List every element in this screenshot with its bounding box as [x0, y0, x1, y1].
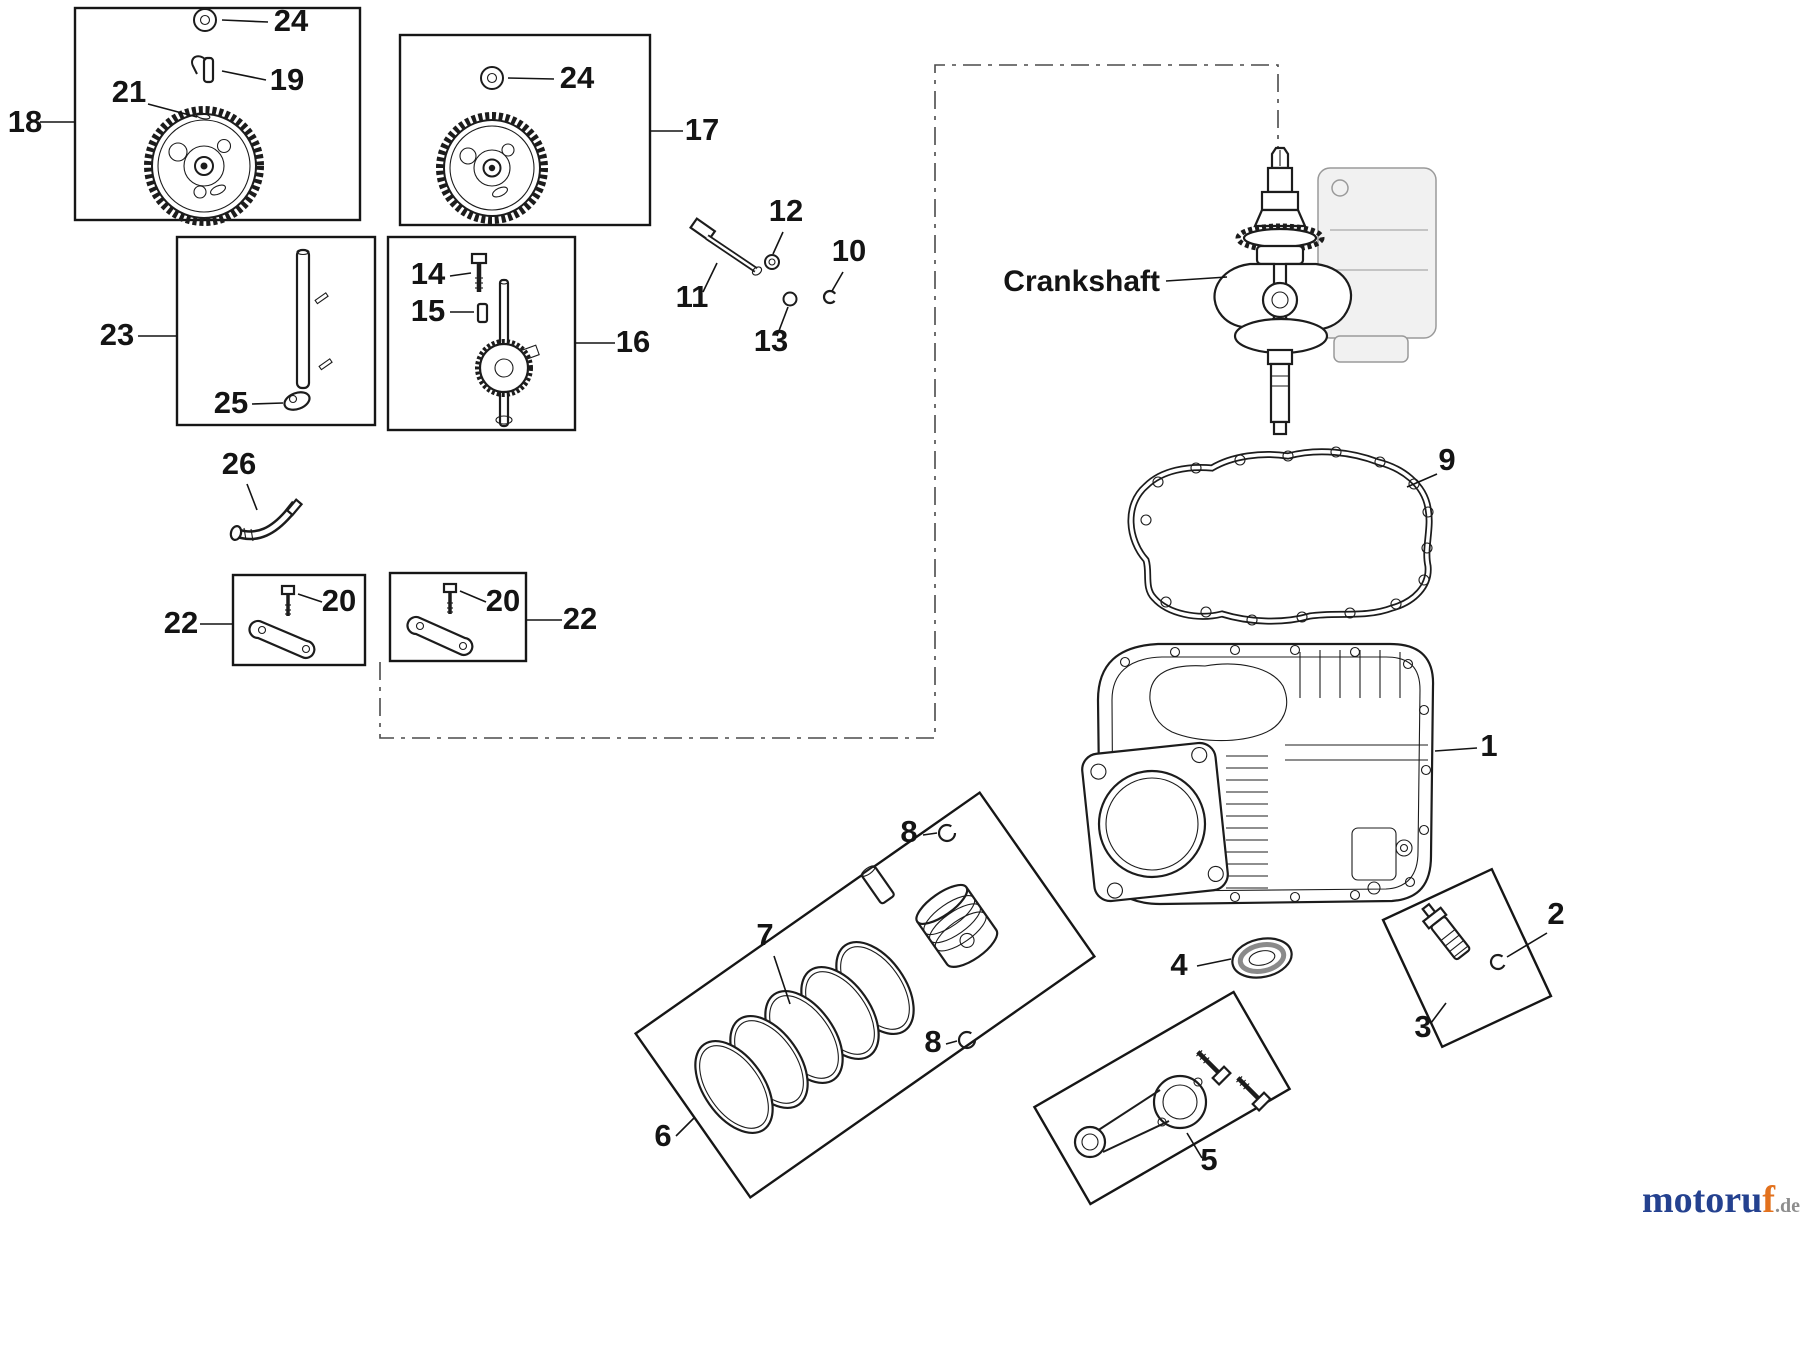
- retaining-ring-8-bottom: [957, 1030, 977, 1050]
- hook-lever-19: [191, 55, 215, 84]
- crankshaft-drawing: [1213, 146, 1437, 436]
- piston: [915, 883, 999, 968]
- callout-8-bottom: 8: [924, 1024, 941, 1059]
- inset-box-23: [175, 235, 377, 427]
- rod-bolt-a: [1196, 1050, 1232, 1086]
- piston-rings-7: [694, 940, 915, 1135]
- callout-4: 4: [1170, 947, 1188, 982]
- callout-26: 26: [222, 446, 256, 481]
- callout-22-right: 22: [563, 601, 597, 636]
- watermark-brand: motoru: [1642, 1179, 1762, 1221]
- washer-12: [764, 254, 780, 270]
- callout-5: 5: [1200, 1142, 1217, 1177]
- inset-box-22-right: [388, 571, 528, 663]
- rod-bolt-b: [1236, 1076, 1272, 1112]
- retainer-clip-10: [822, 289, 838, 305]
- callout-10: 10: [832, 233, 866, 268]
- inset-box-16: [386, 235, 577, 432]
- washer-24-right: [480, 66, 504, 90]
- callout-25: 25: [214, 385, 248, 420]
- callout-11: 11: [676, 279, 709, 314]
- oil-fill-tube-26: [229, 498, 304, 542]
- cylinder-fins: [1226, 755, 1268, 889]
- gasket-bolt-holes: [1140, 446, 1434, 626]
- callout-3: 3: [1414, 1009, 1431, 1044]
- callout-15: 15: [411, 293, 445, 328]
- inset-box-3: [1381, 867, 1553, 1049]
- engine-block-ghost: [1317, 167, 1437, 363]
- connecting-rod-5: [1073, 1050, 1272, 1159]
- callout-20-left: 20: [322, 583, 356, 618]
- crankcase-1: [1081, 642, 1435, 906]
- o-ring-13: [782, 291, 798, 307]
- inset-box-17: [398, 33, 652, 227]
- callout-16: 16: [616, 324, 650, 359]
- camshaft-gear-18: [144, 106, 264, 226]
- bolt-14: [470, 252, 488, 292]
- callout-9: 9: [1438, 442, 1455, 477]
- callout-22-left: 22: [164, 605, 198, 640]
- crankshaft-label: Crankshaft: [1003, 265, 1160, 298]
- callout-24-left: 24: [274, 3, 309, 38]
- callout-18: 18: [8, 104, 42, 139]
- bracket-22-left: [248, 619, 316, 660]
- callout-24-right: 24: [560, 60, 595, 95]
- callout-19: 19: [270, 62, 304, 97]
- callout-12: 12: [769, 193, 803, 228]
- callout-7: 7: [756, 917, 773, 952]
- bolt-20-left: [280, 584, 296, 616]
- callout-13: 13: [754, 323, 788, 358]
- leader-lines: [40, 19, 1548, 1159]
- callout-8-top: 8: [900, 814, 917, 849]
- cylinder-bore: [1097, 769, 1207, 879]
- governor-tube-23: [295, 248, 333, 390]
- callout-1: 1: [1480, 728, 1497, 763]
- group-boundary-line: [379, 64, 1279, 739]
- callout-14: 14: [411, 256, 446, 291]
- pin-15: [476, 302, 489, 324]
- oil-seal-4: [1231, 937, 1293, 979]
- inset-box-rod: [1032, 990, 1292, 1206]
- callout-23: 23: [100, 317, 134, 352]
- callout-2: 2: [1547, 896, 1564, 931]
- oil-pump-16: [475, 278, 540, 428]
- bolt-20-right: [442, 582, 458, 614]
- retaining-ring-8-top: [937, 823, 957, 843]
- oil-pan-gasket-9: [1127, 446, 1434, 626]
- wrist-pin: [860, 865, 895, 905]
- callout-20-right: 20: [486, 583, 520, 618]
- watermark-brand-accent: f: [1762, 1179, 1776, 1221]
- inset-box-piston: [633, 790, 1097, 1200]
- crankcase-ribs: [1285, 650, 1428, 761]
- camshaft-gear-17: [436, 112, 548, 224]
- bracket-22-right: [406, 615, 474, 657]
- watermark-logo: motoruf.de: [1642, 1179, 1800, 1221]
- piston-assembly: [694, 823, 999, 1135]
- callout-6: 6: [654, 1118, 671, 1153]
- callout-17: 17: [685, 112, 719, 147]
- callout-21: 21: [112, 74, 146, 109]
- breather-tube-11: [689, 217, 763, 276]
- clip-25: [283, 391, 311, 411]
- oil-sentry-valve-2: [1421, 902, 1471, 961]
- watermark-domain: .de: [1775, 1195, 1800, 1217]
- washer-24-left: [193, 8, 217, 32]
- retainer-clip-2: [1489, 953, 1507, 971]
- inset-box-18: [73, 6, 362, 222]
- inset-box-22-left: [231, 573, 367, 667]
- crankcase-bolt-holes: [1119, 644, 1432, 903]
